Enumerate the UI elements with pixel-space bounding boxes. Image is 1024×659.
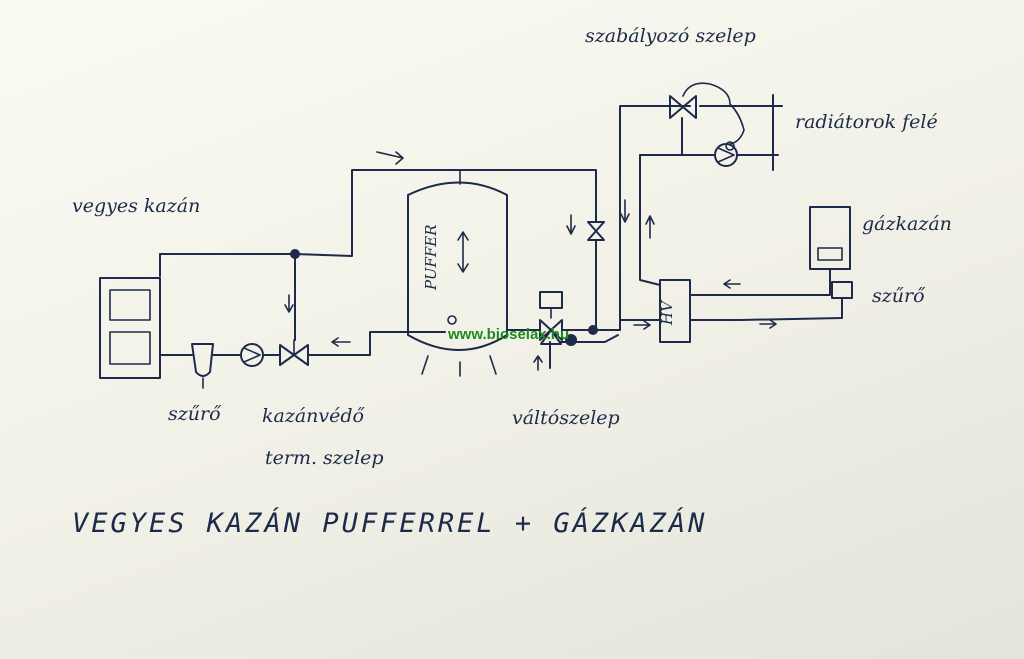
diverter-valve (539, 291, 577, 346)
label-szuro-right: szűrő (872, 285, 926, 307)
buffer-tank: PUFFER (407, 169, 508, 377)
hv-label: HV (658, 299, 676, 326)
label-szuro-left: szűrő (168, 403, 222, 425)
watermark: www.bioselax.hu (447, 326, 569, 343)
label-vegyes-kazan: vegyes kazán (72, 195, 200, 217)
label-term-szelep: term. szelep (265, 447, 384, 469)
pump-left (240, 343, 264, 367)
filter-left (191, 343, 214, 389)
label-valtoszelep: váltószelep (512, 407, 620, 429)
pump-right (714, 143, 738, 167)
label-kazanvedo: kazánvédő (262, 405, 366, 427)
label-gazkazan: gázkazán (862, 213, 952, 235)
diagram-title: VEGYES KAZÁN PUFFERREL + GÁZKAZÁN (72, 507, 707, 539)
hydraulic-separator: HV (619, 279, 843, 343)
buffer-label: PUFFER (422, 224, 440, 291)
solid-fuel-boiler (99, 253, 161, 379)
label-radiatorok-fele: radiátorok felé (795, 111, 938, 133)
filter-right (831, 281, 853, 305)
radiator-circuit (620, 94, 783, 286)
label-szabalyozo-szelep: szabályozó szelep (585, 25, 756, 47)
regulating-valve (669, 82, 745, 151)
check-valve-center (587, 221, 605, 241)
left-supply-pipe (159, 151, 597, 341)
thermostatic-valve-left (279, 339, 309, 366)
gas-boiler (809, 206, 851, 283)
